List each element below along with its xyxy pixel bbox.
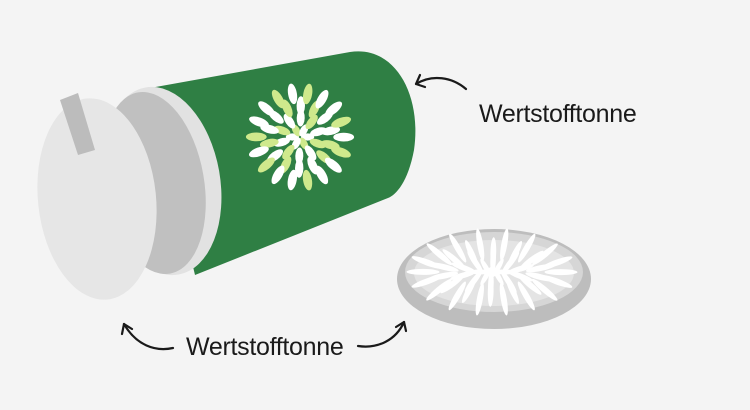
leaf-petal — [274, 125, 291, 136]
curved-arrow-icon — [414, 73, 468, 91]
leaf-petal — [257, 157, 275, 173]
leaf-petal — [541, 275, 573, 288]
leaf-petal — [309, 138, 326, 149]
leaf-petal — [490, 237, 497, 268]
leaf-petal — [411, 256, 443, 269]
leaf-petal — [249, 146, 269, 158]
leaf-petal — [426, 278, 452, 301]
leaf-petal — [406, 268, 440, 275]
leaf-burst-icon — [406, 228, 578, 316]
leaf-petal — [442, 249, 466, 270]
leaf-petal — [259, 138, 279, 148]
leaf-petal — [282, 144, 295, 160]
leaf-petal — [321, 126, 341, 136]
leaf-petal — [258, 101, 276, 117]
leaf-petal — [331, 146, 351, 158]
leaf-petal — [287, 83, 298, 105]
leaf-petal — [331, 116, 351, 128]
leaf-petal — [461, 276, 477, 304]
leaf-petal — [480, 258, 492, 277]
leaf-petal — [518, 233, 536, 263]
leaf-petal — [532, 243, 558, 266]
leaf-petal — [544, 269, 578, 276]
leaf-petal — [302, 169, 313, 191]
leaf-petal — [315, 165, 329, 185]
leaf-petal — [519, 250, 544, 270]
leaf-burst-icon — [245, 83, 355, 191]
leaf-petal — [324, 157, 342, 173]
leaf-petal — [296, 96, 306, 116]
leaf-petal — [283, 113, 296, 129]
leaf-petal — [440, 274, 465, 294]
label-wertstofftonne-bottom: Wertstofftonne — [186, 333, 344, 361]
leaf-petal — [287, 169, 298, 191]
tray — [397, 228, 591, 329]
leaf-petal — [411, 275, 443, 288]
leaf-petal — [245, 132, 267, 142]
leaf-petal — [271, 165, 285, 185]
leaf-petal — [531, 278, 558, 301]
leaf-petal — [465, 240, 479, 268]
leaf-petal — [500, 228, 509, 262]
leaf-petal — [517, 281, 535, 311]
leaf-petal — [302, 83, 313, 105]
leaf-petal — [507, 240, 523, 268]
leaf-petal — [325, 101, 343, 117]
leaf-petal — [271, 89, 285, 109]
leaf-petal — [294, 158, 304, 178]
leaf-petal — [475, 282, 484, 316]
leaf-petal — [249, 116, 269, 128]
bin-lid — [37, 93, 157, 300]
leaf-petal — [304, 145, 317, 161]
leaf-petal — [426, 243, 453, 266]
leaf-petal — [476, 228, 485, 262]
lid-handle — [60, 93, 95, 155]
leaf-petal — [449, 233, 467, 263]
leaf-petal — [499, 282, 508, 316]
leaf-petal — [518, 274, 542, 295]
leaf-petal — [505, 276, 519, 304]
lid-disc — [37, 98, 157, 300]
leaf-petal — [315, 89, 329, 109]
curved-arrow-icon — [356, 320, 408, 348]
leaf-petal — [448, 281, 466, 311]
leaf-petal — [305, 114, 318, 130]
leaf-petal — [541, 256, 573, 269]
leaf-petal — [487, 276, 494, 307]
curved-arrow-icon — [120, 322, 175, 351]
leaf-petal — [333, 132, 355, 142]
label-wertstofftonne-right: Wertstofftonne — [479, 100, 637, 128]
leaf-petal — [492, 258, 504, 277]
